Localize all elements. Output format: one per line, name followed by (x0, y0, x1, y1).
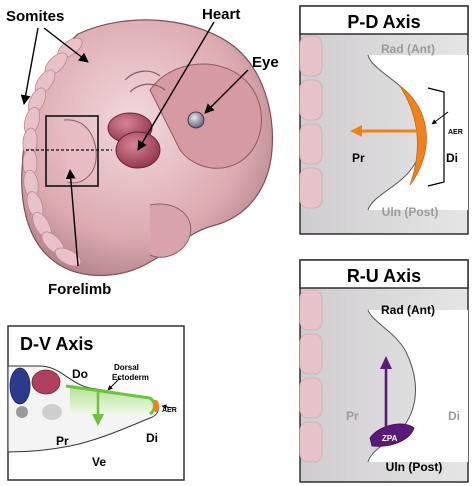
eye-label: Eye (252, 54, 279, 71)
dv-axis-title: D-V Axis (20, 334, 93, 354)
dv-ve-label: Ve (92, 455, 106, 469)
dv-dorsal-label-2: Ectoderm (112, 373, 149, 382)
ru-limb-bud (368, 310, 468, 462)
dv-aer (153, 400, 159, 412)
pd-axis-title: P-D Axis (347, 12, 420, 32)
eye-shape (187, 111, 205, 129)
embryo-tail (149, 203, 192, 258)
forelimb-bud (63, 119, 97, 184)
pd-rad-label: Rad (Ant) (381, 42, 435, 56)
pd-somites (299, 35, 323, 209)
forelimb-label: Forelimb (48, 281, 111, 298)
ru-axis-panel: R-U Axis ZPA Rad (Ant) Uln (Post) Pr Di (299, 259, 469, 483)
ru-zpa-label: ZPA (382, 434, 398, 443)
embryo-somites (22, 37, 83, 267)
dv-gray-tissue (42, 404, 62, 420)
pharyngeal-arches (124, 70, 166, 93)
ru-uln-label: Uln (Post) (386, 460, 443, 474)
pd-aer (399, 85, 427, 186)
dv-di-label: Di (146, 431, 158, 445)
embryo-label-arrows (20, 21, 249, 267)
pd-limb-bud (368, 55, 468, 210)
dv-dorsal-label-1: Dorsal (114, 363, 139, 372)
pd-di-bracket (427, 87, 445, 187)
dv-neural-tube (9, 367, 31, 405)
dv-do-label: Do (72, 367, 88, 381)
ru-zpa (369, 423, 415, 447)
ru-somites (299, 289, 323, 463)
ru-axis-title: R-U Axis (347, 266, 421, 286)
embryo-illustration: Somites Heart Eye Forelimb (6, 6, 279, 298)
pd-uln-label: Uln (Post) (382, 205, 439, 219)
dv-pr-label: Pr (56, 434, 69, 448)
pd-aer-label: AER (448, 129, 463, 136)
dv-dorsal-region (70, 388, 155, 414)
dv-aer-label: AER (162, 407, 177, 414)
pd-di-label: Di (446, 151, 458, 165)
ru-pr-label: Pr (346, 409, 359, 423)
dv-notochord (16, 406, 28, 418)
dv-somite-red (31, 369, 61, 395)
pd-pr-label: Pr (352, 151, 365, 165)
somites-label: Somites (6, 8, 64, 25)
dv-axis-panel: D-V Axis Do Dorsal Ectoderm AER Pr Di Ve (7, 325, 185, 481)
pd-axis-panel: P-D Axis Rad (Ant) Uln (Post) Pr Di AER (299, 5, 469, 235)
embryo-head (149, 63, 262, 169)
ru-rad-label: Rad (Ant) (381, 303, 435, 317)
heart-label: Heart (202, 6, 240, 23)
ru-di-label: Di (448, 409, 460, 423)
